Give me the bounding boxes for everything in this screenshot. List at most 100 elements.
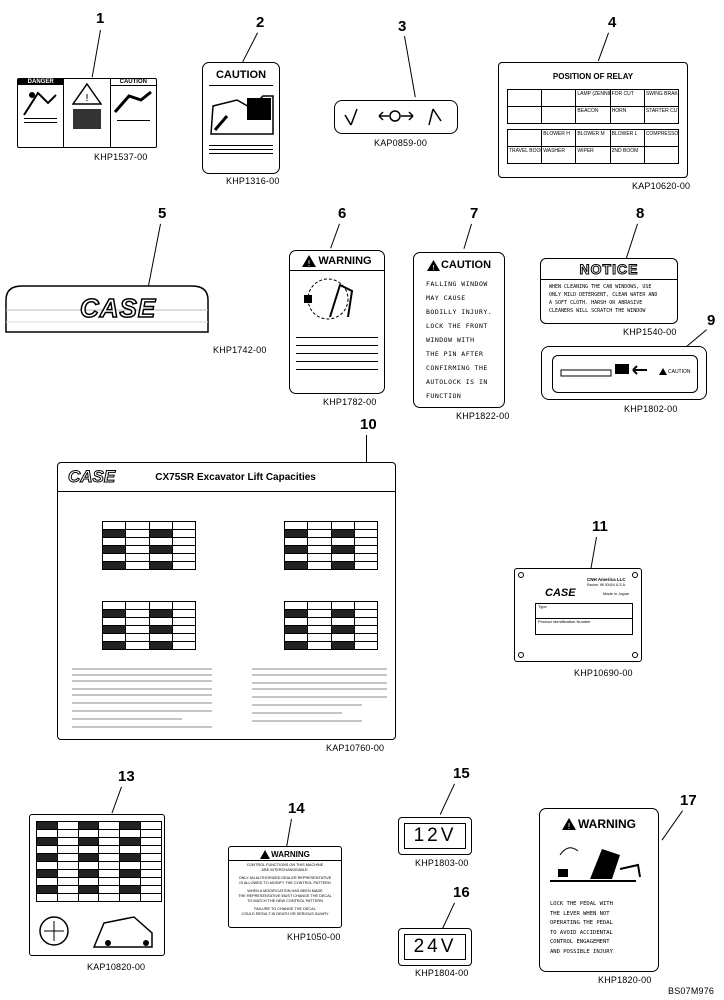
lift-table-1 xyxy=(102,521,196,570)
relay-compressor: COMPRESSOR xyxy=(643,130,678,146)
decal-7-title: CAUTION xyxy=(440,259,492,271)
callout-15: 15 xyxy=(453,765,470,782)
decal-3 xyxy=(334,100,458,134)
warning-triangle-icon: ! xyxy=(302,255,317,267)
decal-14-line-1: CONTROL FUNCTIONS ON THIS MACHINE xyxy=(246,863,324,867)
warning-triangle-icon xyxy=(659,368,667,375)
decal-14-title: WARNING xyxy=(271,850,310,859)
decal-14-line-12: COULD RESULT IN DEATH OR SERIOUS INJURY xyxy=(241,912,329,916)
pedal-lock-pictogram-icon xyxy=(550,847,641,882)
svg-text:!: ! xyxy=(567,822,570,830)
decal-14-line-9: TO MATCH THE NEW CONTROL PATTERN xyxy=(247,899,323,903)
hand-pinch-icon xyxy=(113,90,152,113)
decal-11-field-pin: Product Identification Number xyxy=(538,619,591,624)
relay-2nd-boom: 2ND BOOM xyxy=(609,147,644,163)
decal-14-line-5: IS ALLOWED TO MODIFY THE CONTROL PATTERN xyxy=(239,881,331,885)
decal-1-danger: DANGER xyxy=(18,79,64,85)
decal-11-company: CNH America LLC xyxy=(587,577,626,582)
leader-13 xyxy=(111,786,122,814)
decal-14-line-11: FAILURE TO CHANGE THE DECAL xyxy=(254,907,316,911)
decal-11-logo: CASE xyxy=(545,587,576,599)
relay-beacon: BEACON xyxy=(575,107,609,123)
part-code-11: KHP10690-00 xyxy=(574,668,633,678)
svg-text:!: ! xyxy=(85,93,89,104)
decal-17: ! WARNING LOCK THE PEDAL WITH THE LEVER … xyxy=(539,808,659,972)
decal-14-line-7: WHEN A MODIFICATION HAS BEEN MADE xyxy=(247,889,323,893)
lift-notes-text xyxy=(72,668,387,728)
warning-triangle-icon xyxy=(260,850,271,859)
relay-blower-h: BLOWER H xyxy=(541,130,575,146)
callout-3: 3 xyxy=(398,18,407,35)
decal-17-line-6: AND POSSIBLE INJURY xyxy=(550,948,613,955)
decal-7-line-2: MAY CAUSE xyxy=(426,294,466,302)
decal-7: ! CAUTION FALLING WINDOW MAY CAUSE BODIL… xyxy=(413,252,505,408)
warning-triangle-icon: ! xyxy=(562,818,576,830)
decal-15: 12V xyxy=(398,817,472,855)
decal-17-line-5: CONTROL ENGAGEMENT xyxy=(550,939,610,945)
decal-7-line-5: WINDOW WITH xyxy=(426,336,475,344)
decal-17-line-2: THE LEVER WHEN NOT xyxy=(550,910,610,917)
leader-14 xyxy=(286,818,292,847)
part-code-1: KHP1537-00 xyxy=(94,152,148,162)
decal-7-line-9: FUNCTION xyxy=(426,392,462,400)
leader-6 xyxy=(330,223,340,249)
callout-5: 5 xyxy=(158,205,167,222)
lubrication-diagram-icon xyxy=(39,916,153,948)
leader-2 xyxy=(241,32,258,64)
leader-16 xyxy=(441,902,455,931)
decal-17-line-1: LOCK THE PEDAL WITH xyxy=(550,901,613,907)
callout-17: 17 xyxy=(680,792,697,809)
callout-11: 11 xyxy=(592,518,608,535)
relay-wiper: WIPER xyxy=(575,147,609,163)
decal-14-line-2: ARE INTERCHANGEABLE. xyxy=(261,868,309,872)
decal-14-line-8: THE REPRESENTATIVE MUST CHANGE THE DECAL xyxy=(238,894,332,898)
callout-2: 2 xyxy=(256,14,265,31)
decal-17-title: WARNING xyxy=(578,817,636,831)
decal-5 xyxy=(5,285,209,333)
part-code-7: KHP1822-00 xyxy=(456,411,510,421)
part-code-3: KAP0859-00 xyxy=(374,138,428,148)
decal-7-line-4: LOCK THE FRONT xyxy=(426,322,488,330)
decal-14: WARNING CONTROL FUNCTIONS ON THIS MACHIN… xyxy=(228,846,342,928)
decal-8-line-2: ONLY MILD DETERGENT, CLEAN WATER AND xyxy=(549,292,658,298)
svg-text:!: ! xyxy=(432,264,435,271)
part-code-17: KHP1820-00 xyxy=(598,975,652,985)
decal-11-city: Racine, WI 53404 U.S.A. xyxy=(587,583,626,587)
part-code-5: KHP1742-00 xyxy=(213,345,267,355)
callout-13: 13 xyxy=(118,768,135,785)
relay-blower-l: BLOWER L xyxy=(609,130,644,146)
decal-8-title: NOTICE xyxy=(541,261,677,280)
decal-11-made: Made in Japan xyxy=(603,591,630,596)
relay-for-cut: FOR CUT xyxy=(609,90,644,106)
relay-swing-brake: SWING BRAKE xyxy=(643,90,678,106)
decal-2: CAUTION xyxy=(202,62,280,174)
part-code-13: KAP10820-00 xyxy=(87,962,146,972)
decal-5-logo: CASE xyxy=(79,292,157,324)
part-code-10: KAP10760-00 xyxy=(326,743,385,753)
lever-arrow-icon xyxy=(560,364,647,377)
leader-15 xyxy=(439,783,455,815)
callout-1: 1 xyxy=(96,10,105,27)
part-code-9: KHP1802-00 xyxy=(624,404,678,414)
decal-11: CNH America LLC Racine, WI 53404 U.S.A. … xyxy=(514,568,642,662)
decal-16-label: 24V xyxy=(413,936,457,957)
decal-9: CAUTION xyxy=(541,346,707,400)
decal-7-line-3: BODILLY INJURY. xyxy=(426,308,493,316)
decal-6-title: WARNING xyxy=(318,255,372,267)
callout-9: 9 xyxy=(707,312,716,329)
leader-1 xyxy=(91,29,101,78)
decal-16: 24V xyxy=(398,928,472,966)
part-code-6: KHP1782-00 xyxy=(323,397,377,407)
leader-10 xyxy=(366,435,367,463)
callout-7: 7 xyxy=(470,205,479,222)
decal-7-line-6: THE PIN AFTER xyxy=(426,350,484,358)
part-code-8: KHP1540-00 xyxy=(623,327,677,337)
warning-triangle-icon: ! xyxy=(426,259,440,271)
decal-8-line-1: WHEN CLEANING THE CAB WINDOWS, USE xyxy=(549,284,652,290)
decal-17-line-3: OPERATING THE PEDAL xyxy=(550,920,613,926)
excavator-pictogram-icon xyxy=(210,95,274,135)
callout-4: 4 xyxy=(608,14,617,31)
callout-16: 16 xyxy=(453,884,470,901)
part-code-2: KHP1316-00 xyxy=(226,176,280,186)
part-code-4: KAP10620-00 xyxy=(632,181,691,191)
